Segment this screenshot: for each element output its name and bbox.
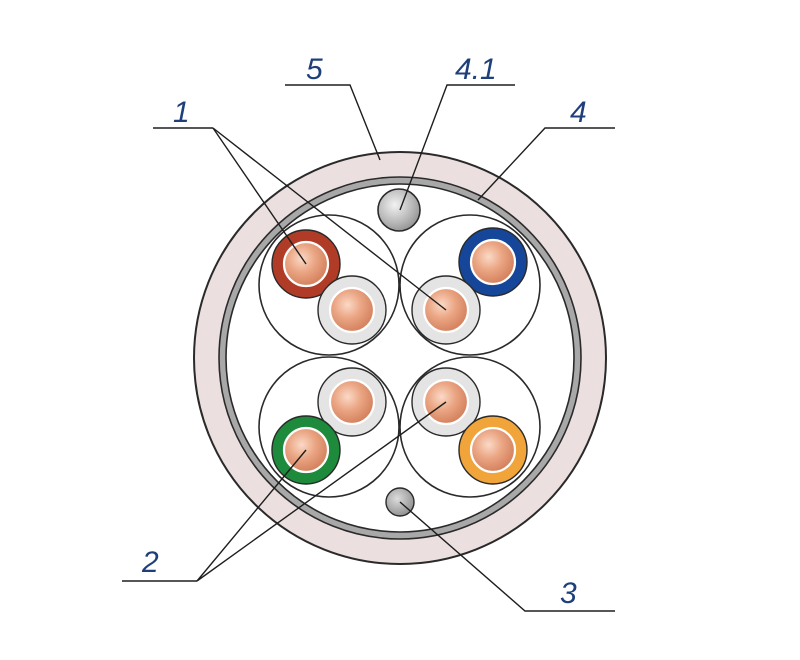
leader-3 [399,501,615,612]
callout-label-2: 2 [141,546,159,579]
leader-2-a [196,449,307,582]
leader-1-b [212,127,447,311]
conductor-brown-white [317,275,387,345]
conductor-green-white [317,367,387,437]
conductor-blue [458,227,528,297]
leader-5 [285,84,381,161]
callout-label-3: 3 [560,577,577,610]
leader-4-1 [399,84,515,211]
leader-2-b [196,401,447,582]
conductor-orange [458,415,528,485]
leader-1-a [212,127,307,265]
callout-label-4: 4 [570,96,587,129]
leader-4 [477,127,615,201]
callout-label-5: 5 [306,53,323,86]
drain-wire [377,188,421,232]
leader-lines [122,84,615,612]
callout-label-4-1: 4.1 [455,53,497,86]
callout-label-1: 1 [173,96,190,129]
